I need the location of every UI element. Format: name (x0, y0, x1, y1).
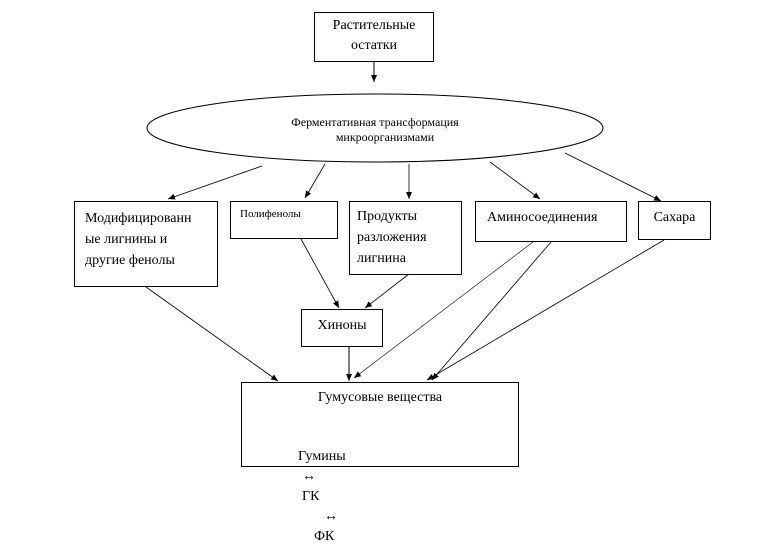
arrow-enzymatic-to-sugars (564, 152, 662, 202)
connector-layer (145, 61, 665, 382)
modified-lignins-line1: Модифицированн (85, 211, 192, 226)
humins-gk-arrow: ↔ (302, 469, 316, 484)
arrow-polyphenols-to-quinones (300, 238, 340, 309)
amino-box (475, 201, 627, 242)
arrow-amino-to-humic-left (353, 241, 534, 379)
arrow-enzymatic-to-modified (167, 165, 263, 200)
arrow-amino-to-humic-right (431, 241, 552, 381)
humic-box (241, 382, 519, 467)
enzymatic-label: Ферментативная трансформация микрооргани… (250, 115, 500, 145)
quinones-box (301, 309, 383, 347)
arrow-lignin-products-to-quinones (364, 273, 410, 309)
quinones-label: Хиноны (317, 318, 367, 333)
enzymatic-ellipse (146, 93, 604, 163)
gk-fk-arrow: ↔ (324, 509, 338, 524)
polyphenols-label: Полифенолы (240, 208, 301, 220)
lignin-products-box (349, 201, 462, 275)
arrow-enzymatic-to-amino (489, 161, 541, 200)
lignin-products-line2: разложения (357, 230, 427, 245)
lignin-products-label: Продукты разложения лигнина (357, 206, 457, 269)
gk-label: ГК (302, 489, 320, 504)
plant-residues-line2: остатки (350, 38, 398, 53)
lignin-products-line3: лигнина (357, 251, 406, 266)
plant-residues-line1: Растительные (332, 18, 416, 33)
arrow-sugars-to-humic (426, 239, 665, 381)
arrow-modified-to-humic (145, 286, 279, 382)
polyphenols-box (230, 201, 338, 239)
enzymatic-line1: Ферментативная трансформация (291, 115, 459, 129)
lignin-products-line1: Продукты (357, 209, 417, 224)
amino-label: Аминосоединения (487, 210, 598, 225)
arrow-enzymatic-to-polyphenols (304, 163, 326, 199)
modified-lignins-line2: ые лигнины и (85, 232, 168, 247)
fk-label: ФК (314, 529, 335, 544)
plant-residues-box (314, 12, 434, 62)
enzymatic-line2: микроорганизмами (335, 130, 435, 144)
modified-lignins-box (74, 201, 218, 287)
sugars-label: Сахара (653, 210, 696, 225)
humic-fractions: Гумины ↔ ГК ↔ ФК (291, 427, 346, 547)
plant-residues-label: Растительные остатки (314, 16, 434, 56)
humic-title: Гумусовые вещества (317, 390, 443, 405)
humins-label: Гумины (298, 449, 346, 464)
sugars-box (638, 201, 711, 240)
modified-lignins-label: Модифицированн ые лигнины и другие фенол… (85, 208, 215, 271)
modified-lignins-line3: другие фенолы (85, 253, 175, 268)
